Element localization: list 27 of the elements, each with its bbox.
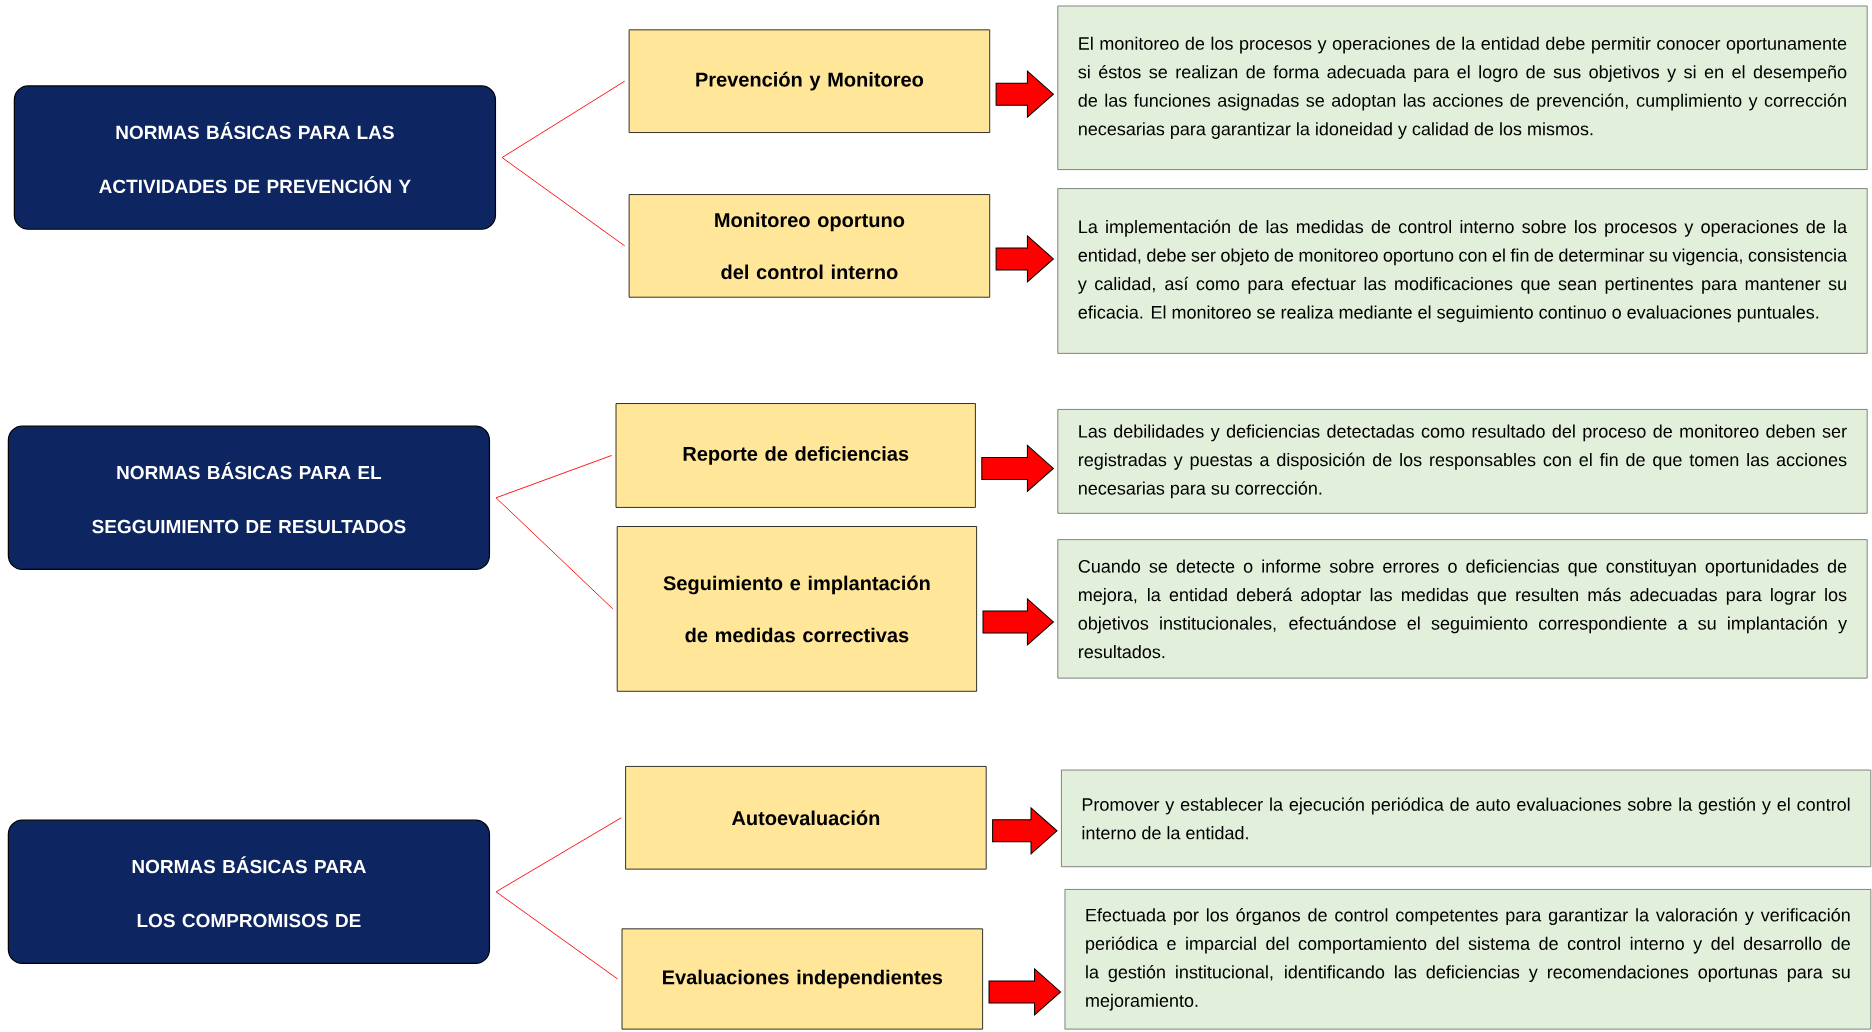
block-arrow: [982, 598, 1054, 646]
description-box: Las debilidades y deficiencias detectadas como resultado del proceso de monitoreo deben ser registradas y puestas a disposición de los responsables con el fin de que tomen las acciones necesarias para su corrección.: [1057, 409, 1868, 514]
connector-line: [501, 157, 626, 247]
heading-box: NORMAS BÁSICAS PARA LOS COMPROMISOS DE: [7, 819, 491, 965]
connector-line: [495, 891, 619, 980]
topic-box: Monitoreo oportuno del control interno: [628, 194, 991, 298]
topic-box: Reporte de deficiencias: [615, 403, 976, 508]
block-arrow: [981, 445, 1054, 492]
topic-box: Autoevaluación: [625, 766, 987, 870]
topic-box: Seguimiento e implantación de medidas correctivas: [616, 526, 977, 692]
description-box: Cuando se detecte o informe sobre errores o deficiencias que constituyan oportunidades de mejora, la entidad deberá adoptar las medidas que resulten más adecuadas para lograr los objetivos institucionales, efectuándose el seguimiento correspondiente a su implantación y resultados.: [1057, 539, 1868, 679]
heading-box: NORMAS BÁSICAS PARA LAS ACTIVIDADES DE PREVENCIÓN Y: [13, 85, 497, 230]
topic-box: Evaluaciones independientes: [621, 928, 983, 1030]
connector-line: [495, 817, 622, 893]
description-box: Promover y establecer la ejecución periódica de auto evaluaciones sobre la gestión y el control interno de la entidad.: [1061, 769, 1872, 868]
description-box: Efectuada por los órganos de control competentes para garantizar la valoración y verificación periódica e imparcial del comportamiento del sistema de control interno y del desarrollo de la gestión institucional, identificando las deficiencias y recomendaciones oportunas para su mejoramiento.: [1064, 889, 1872, 1030]
block-arrow: [992, 807, 1058, 855]
topic-box: Prevención y Monitoreo: [628, 29, 991, 133]
connector-line: [495, 497, 614, 610]
heading-box: NORMAS BÁSICAS PARA EL SEGGUIMIENTO DE RESULTADOS: [7, 425, 491, 571]
description-box: El monitoreo de los procesos y operaciones de la entidad debe permitir conocer oportunamente si éstos se realizan de forma adecuada para el logro de sus objetivos y si en el desempeño de las funciones asignadas se adoptan las acciones de prevención, cumplimiento y corrección necesarias para garantizar la idoneidad y calidad de los mismos.: [1057, 5, 1868, 170]
block-arrow: [995, 70, 1054, 118]
block-arrow: [988, 968, 1062, 1016]
connector-line: [501, 80, 626, 159]
description-box: La implementación de las medidas de control interno sobre los procesos y operaciones de la entidad, debe ser objeto de monitoreo oportuno con el fin de determinar su vigencia, consistencia y calidad, así como para efectuar las modificaciones que sean pertinentes para mantener su eficacia. El monitoreo se realiza mediante el seguimiento continuo o evaluaciones puntuales.: [1057, 188, 1868, 354]
connector-line: [495, 455, 613, 499]
block-arrow: [995, 235, 1054, 283]
